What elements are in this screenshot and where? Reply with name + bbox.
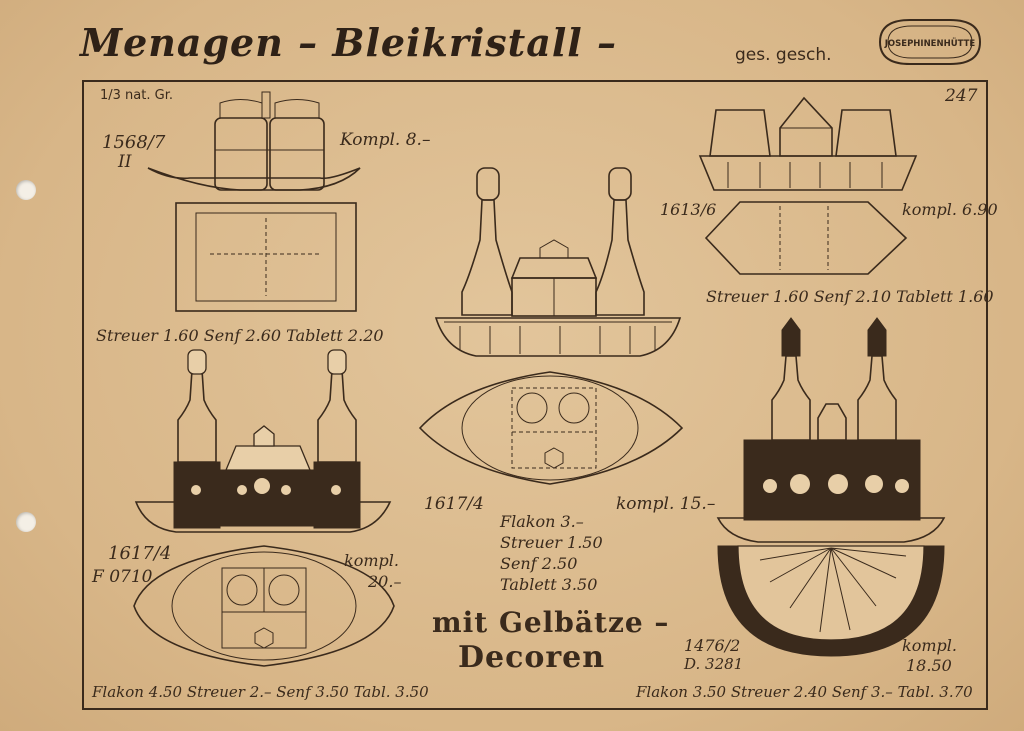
model-variant: II (118, 152, 132, 172)
page-title: Menagen – Bleikristall – (80, 20, 617, 65)
part-prices: Flakon 4.50 Streuer 2.– Senf 3.50 Tabl. … (92, 683, 429, 701)
total-price-value: 18.50 (906, 656, 952, 675)
total-price: kompl. (902, 636, 957, 655)
cruet-1613-6-elevation (698, 96, 918, 191)
model-variant: F 0710 (92, 567, 153, 587)
cruet-1476-2-elevation (716, 317, 946, 543)
decor-note-line1: mit Gelbätze – (432, 606, 670, 639)
model-variant: D. 3281 (684, 655, 744, 673)
scale-note: 1/3 nat. Gr. (100, 88, 173, 103)
total-price-value: 20.– (368, 572, 402, 591)
cruet-1617-4-f0710-plan (133, 545, 395, 667)
cruet-1613-6-plan (704, 201, 908, 275)
model-number: 1568/7 (102, 132, 166, 153)
decor-note-line2: Decoren (458, 640, 606, 675)
cruet-1568-7-plan (175, 202, 357, 312)
total-price: kompl. 6.90 (902, 200, 998, 219)
model-number: 1613/6 (660, 200, 717, 219)
cruet-1476-2-plan (717, 545, 945, 657)
part-price-line: Senf 2.50 (500, 554, 578, 573)
total-price: Kompl. 8.– (340, 130, 431, 150)
part-price-line: Flakon 3.– (500, 512, 584, 531)
part-price-line: Tablett 3.50 (500, 575, 598, 594)
binder-hole (16, 512, 36, 532)
total-price: kompl. 15.– (616, 494, 716, 514)
protection-note: ges. gesch. (735, 45, 832, 65)
binder-hole (16, 180, 36, 200)
total-price: kompl. (344, 551, 399, 570)
model-number: 1617/4 (424, 494, 484, 514)
josephinenhuette-logo: JOSEPHINENHÜTTE (878, 19, 982, 65)
part-prices: Streuer 1.60 Senf 2.10 Tablett 1.60 (706, 287, 994, 306)
logo-text: JOSEPHINENHÜTTE (884, 38, 976, 49)
part-prices: Streuer 1.60 Senf 2.60 Tablett 2.20 (96, 326, 384, 345)
part-price-line: Streuer 1.50 (500, 533, 603, 552)
page-number: 247 (945, 86, 978, 106)
cruet-center-elevation (434, 167, 682, 357)
part-prices: Flakon 3.50 Streuer 2.40 Senf 3.– Tabl. … (636, 683, 973, 701)
cruet-1617-4-plan (418, 371, 684, 485)
model-number: 1617/4 (108, 543, 172, 564)
cruet-1617-4-f0710-elevation (134, 349, 392, 533)
catalog-frame (82, 80, 988, 710)
model-number: 1476/2 (684, 636, 741, 655)
cruet-1568-7-elevation (147, 91, 361, 191)
